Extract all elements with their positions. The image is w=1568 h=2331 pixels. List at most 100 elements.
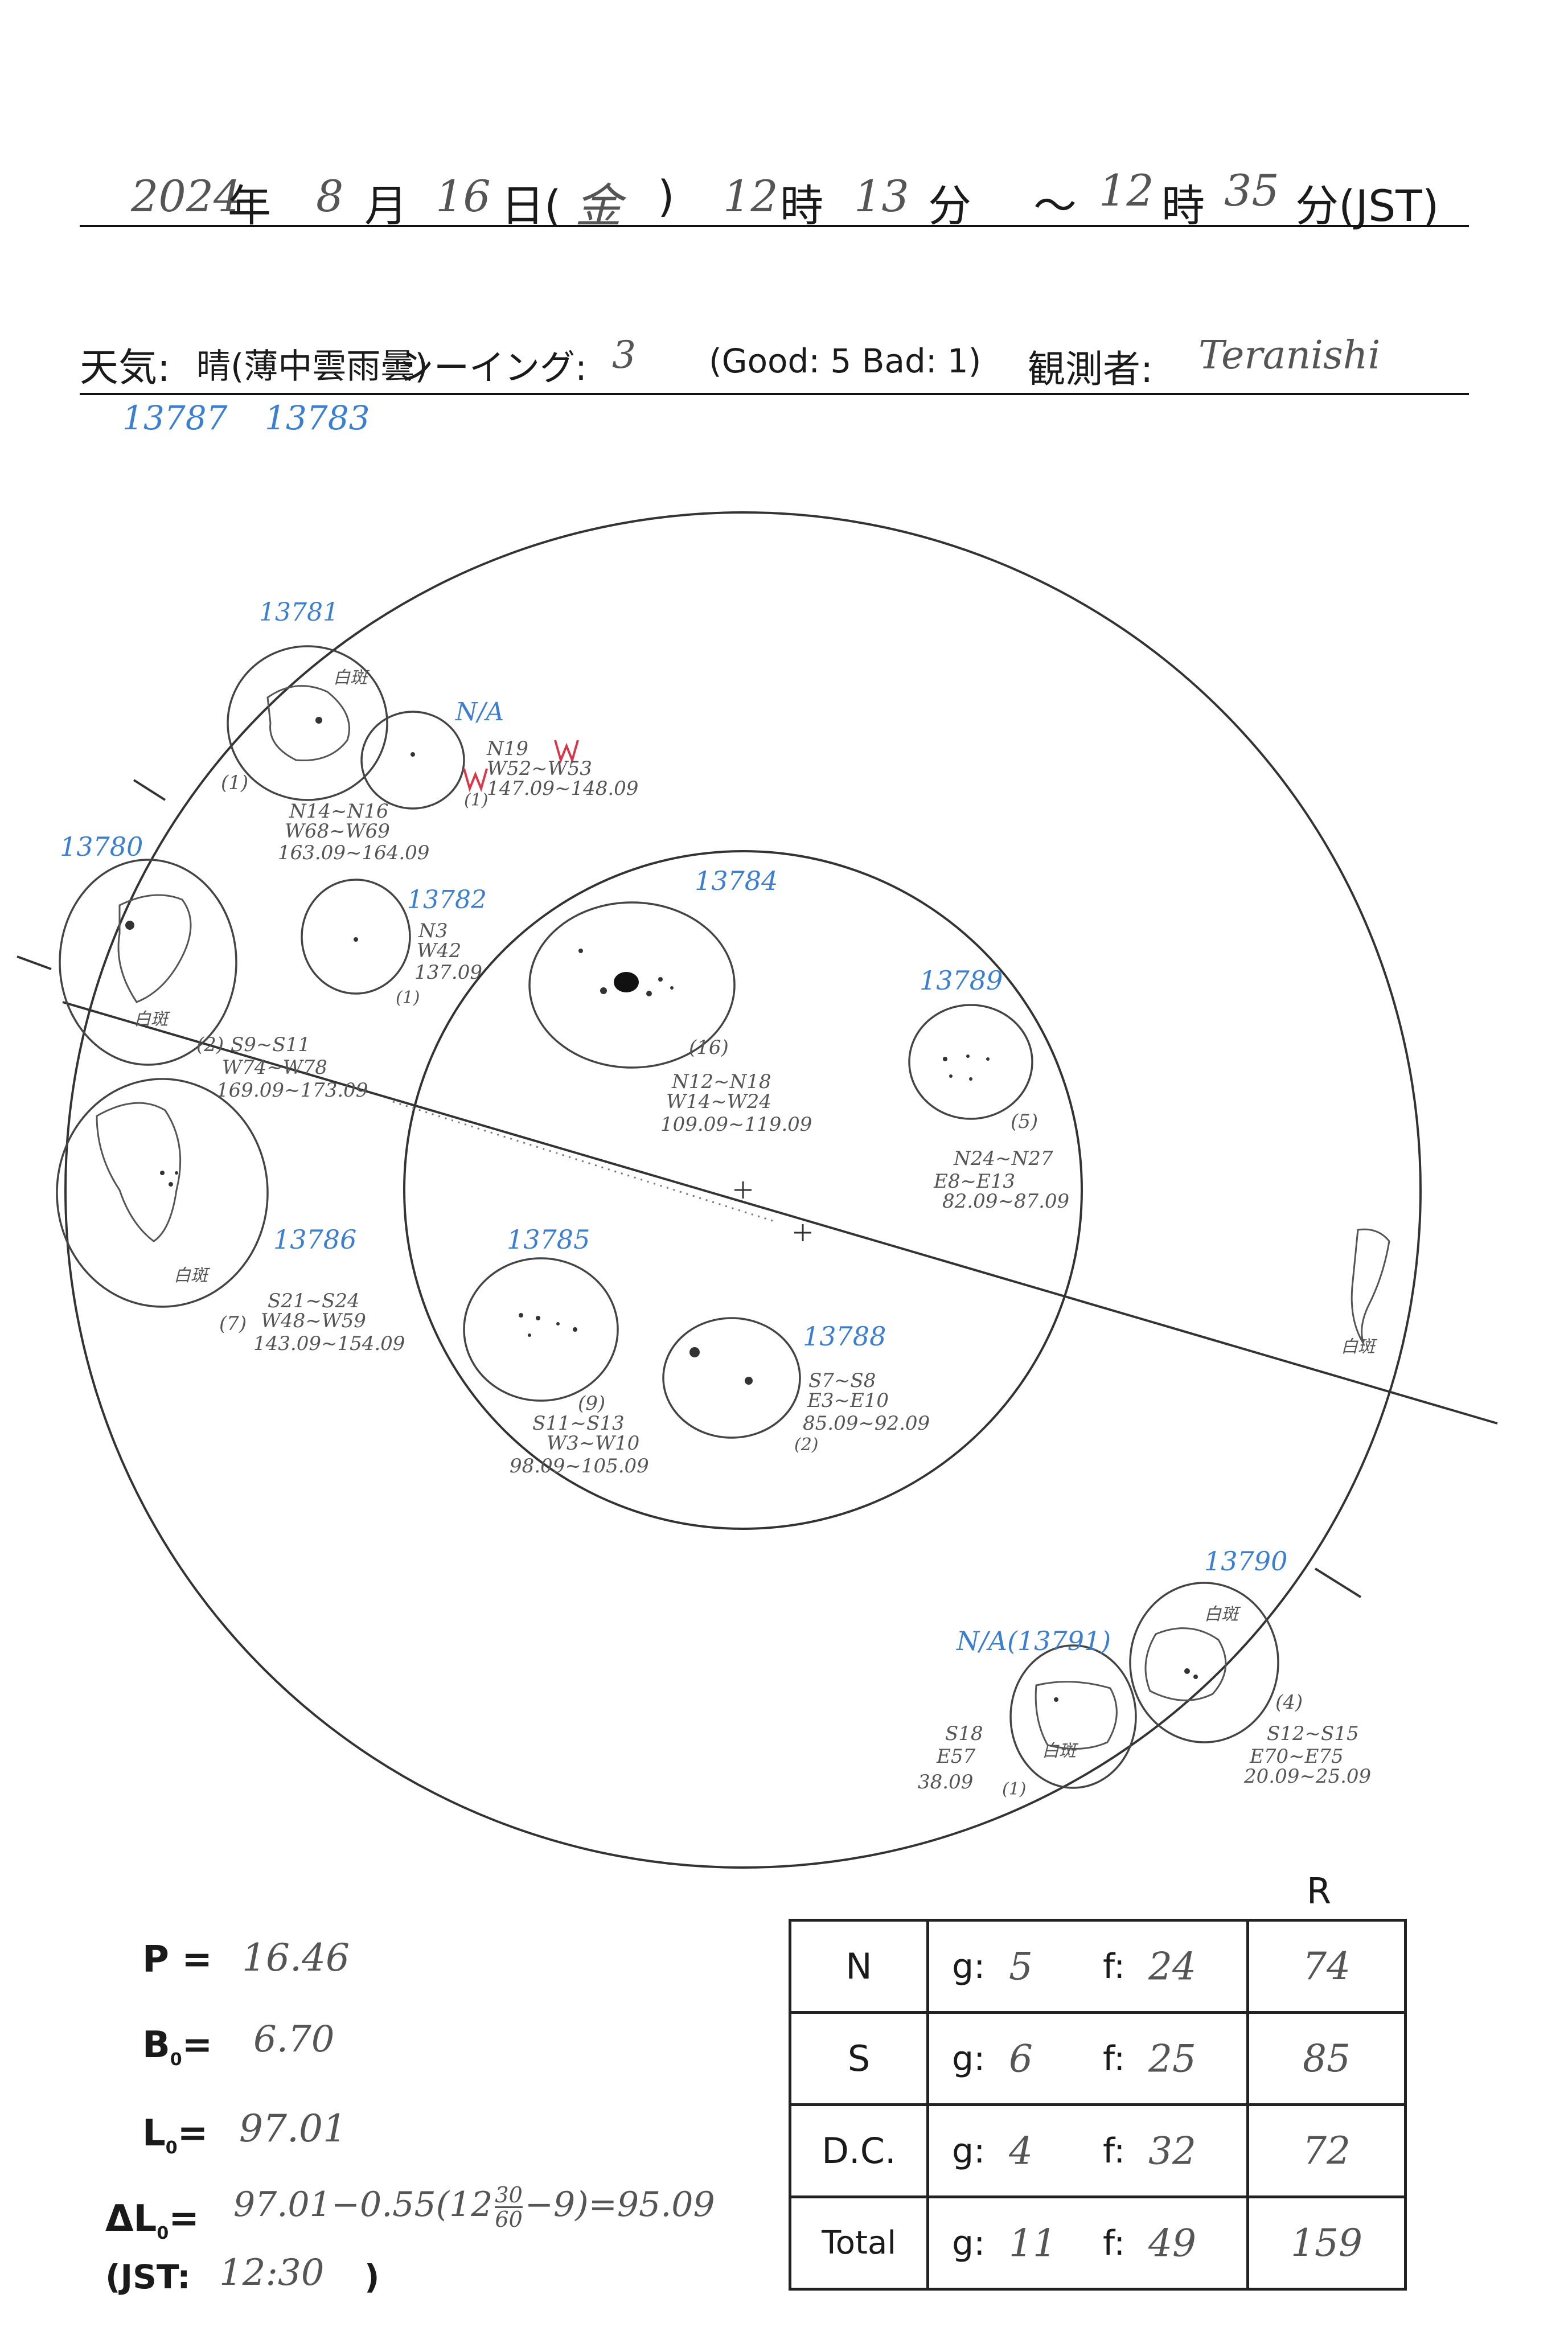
spot [578,949,583,953]
f-value: 25 [1148,2037,1196,2080]
facula-label: 白斑 [134,1009,168,1029]
facula-13780-outline [117,894,192,1003]
l0-value: 97.01 [239,2107,347,2151]
spot [969,1077,972,1081]
g-label: g: [952,2038,986,2079]
group-13786-outline [56,1078,269,1308]
group-number: 13788 [803,1321,886,1352]
spot [646,991,652,996]
group-na-outline [360,711,465,810]
gf-cell: g: 11 f: 49 [926,2195,1249,2291]
group-13790-outline [1129,1582,1279,1743]
facula-label: 白斑 [1042,1741,1076,1761]
spot-count: (4) [1275,1691,1303,1714]
latitude-range: N24~N27 [954,1147,1053,1170]
spot-count: (2) [794,1435,819,1455]
b0-label: B0= [142,2024,213,2070]
spot [519,1313,523,1318]
header-rule [80,225,1469,227]
spot [949,1074,953,1078]
longitude-range: W42 [417,939,462,962]
seeing-value: 3 [612,333,636,377]
facula-13791-outline [1035,1681,1118,1750]
longitude-range: E70~E75 [1250,1745,1344,1768]
r-value: 85 [1303,2037,1351,2080]
f-label: f: [1103,2038,1126,2079]
carrington-range: 38.09 [918,1771,974,1794]
equator-line [62,1001,1498,1425]
delta-l0-expr-tail: −9)=95.09 [524,2185,715,2225]
spot [573,1327,577,1332]
weather-options: 晴(薄中雲雨曇) [196,347,428,387]
row-label: Total [789,2195,929,2291]
latitude-range: S11~S13 [532,1412,625,1435]
year-value: 2024 [131,171,241,221]
note-group-13787: 13787 [122,399,228,437]
latitude-range: N3 [418,920,448,942]
group-13785-outline [463,1257,619,1402]
row-label: S [789,2011,929,2106]
group-number: 13784 [695,865,778,896]
pole-tick-upper [133,779,166,801]
sunspot-count-table: N g: 5 f: 24 74 S g: 6 f: 25 85 D.C. g: … [789,1919,1407,2291]
f-label: f: [1103,1946,1126,1987]
main-umbra-13784 [614,972,639,992]
row-label: D.C. [789,2103,929,2198]
facula-13781-outline [266,685,350,762]
spot-count: (16) [689,1036,729,1059]
latitude-range: S7~S8 [808,1369,876,1392]
pole-tick-lower [1314,1567,1362,1598]
gf-cell: g: 6 f: 25 [926,2011,1249,2106]
r-cell: 74 [1246,1919,1407,2014]
group-13782-outline [301,879,411,995]
table-row: Total g: 11 f: 49 159 [789,2195,1407,2291]
r-cell: 159 [1246,2195,1407,2291]
table-row: S g: 6 f: 25 85 [789,2011,1407,2106]
delta-l0-expr-head: 97.01−0.55(12 [233,2185,493,2225]
r-value: 74 [1303,1944,1351,1988]
r-cell: 72 [1246,2103,1407,2198]
carrington-range: 98.09~105.09 [510,1455,649,1478]
end-min-unit: 分(JST) [1295,180,1439,231]
facula-13790-outline [1144,1627,1227,1701]
observer-label: 観測者: [1028,347,1154,391]
spot [175,1171,178,1175]
p-label: P = [142,1939,212,1981]
group-number: 13785 [507,1224,590,1255]
group-13781-outline [227,645,388,801]
facula-13786-outline [96,1102,182,1242]
spot [1193,1675,1198,1679]
f-value: 32 [1148,2129,1196,2173]
spot [315,717,322,724]
carrington-range: 147.09~148.09 [487,777,639,800]
spot [536,1316,540,1320]
spot [745,1377,753,1385]
longitude-range: W48~W59 [261,1310,366,1332]
group-13791-outline [1009,1644,1137,1789]
carrington-range: 82.09~87.09 [942,1190,1070,1213]
f-label: f: [1103,2223,1126,2263]
spot-count: (2) [196,1033,224,1056]
r-cell: 85 [1246,2011,1407,2106]
carrington-range: 169.09~173.09 [216,1079,368,1102]
table-row: D.C. g: 4 f: 32 72 [789,2103,1407,2198]
g-label: g: [952,2131,986,2171]
conditions-rule [80,393,1469,395]
limb-facula-outline [1351,1228,1390,1344]
longitude-range: W68~W69 [285,820,390,843]
spot-count: (1) [221,771,249,794]
group-13789-outline [908,1004,1033,1120]
axis-tick-left [17,955,52,970]
longitude-range: E8~E13 [934,1170,1016,1193]
spot [160,1171,165,1175]
end-hour-unit: 時 [1161,180,1205,231]
spot [1054,1697,1058,1702]
end-min: 35 [1224,165,1279,216]
spot-count: (1) [1002,1779,1027,1799]
spot-count: (7) [219,1312,247,1335]
observer-value: Teranishi [1198,333,1381,378]
spot [986,1057,990,1061]
